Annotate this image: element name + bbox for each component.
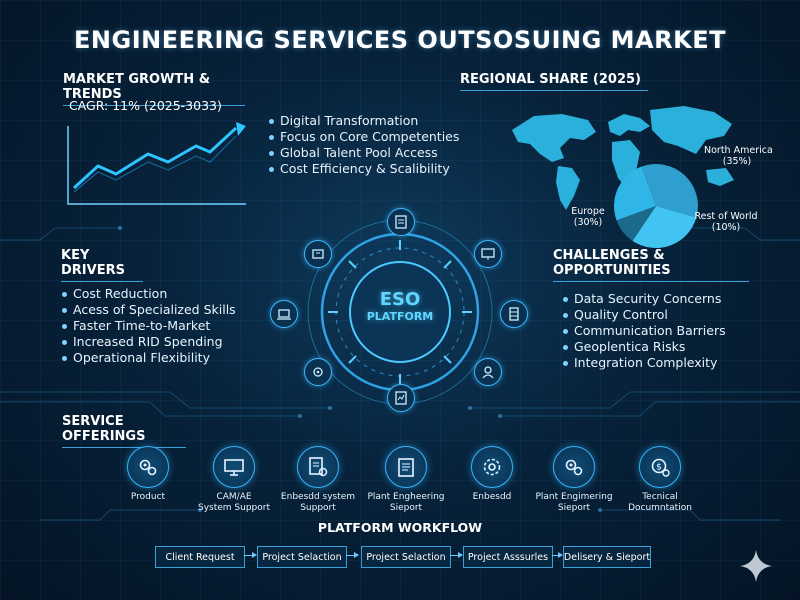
label-north-america: North America (35%) (704, 145, 773, 167)
pie-slice-rest-of-world (616, 206, 656, 241)
server-icon (500, 300, 528, 328)
list-item: Cost Efficiency & Scalibility (268, 161, 459, 177)
growth-heading: MARKET GROWTH & TRENDS (63, 72, 245, 106)
hardware-icon (304, 240, 332, 268)
regional-pie-chart (614, 164, 698, 248)
svg-text:$: $ (656, 463, 662, 473)
platform-label: ESO PLATFORM (366, 289, 434, 324)
page-title: ENGINEERING SERVICES OUTSOSUING MARKET (74, 26, 726, 54)
services-heading: SERVICE OFFERINGS (62, 414, 186, 448)
list-item: Focus on Core Competenties (268, 129, 459, 145)
drivers-list: Cost Reduction Acess of Specialized Skil… (61, 286, 236, 366)
list-item: Data Security Concerns (562, 291, 726, 307)
workflow-step[interactable]: Client Request (155, 546, 245, 568)
regional-heading: REGIONAL SHARE (2025) (460, 72, 648, 91)
challenges-heading: CHALLENGES & OPPORTUNITIES (553, 248, 749, 282)
clipboard-icon (385, 446, 427, 488)
list-item: Increased RID Spending (61, 334, 236, 350)
workflow-arrow (552, 552, 563, 558)
workflow-arrow (244, 552, 257, 558)
pie-slice-europe (632, 206, 697, 248)
workflow-step[interactable]: Project Selaction (361, 546, 451, 568)
report-icon (387, 384, 415, 412)
monitor-icon (474, 240, 502, 268)
challenges-list: Data Security Concerns Quality Control C… (562, 291, 726, 371)
document-icon (387, 208, 415, 236)
workflow-arrow (450, 552, 463, 558)
growth-list: Digital Transformation Focus on Core Com… (268, 113, 459, 177)
list-item: Operational Flexibility (61, 350, 236, 366)
service-item[interactable]: Product (100, 446, 196, 503)
workflow-heading: PLATFORM WORKFLOW (317, 520, 483, 535)
list-item: Digital Transformation (268, 113, 459, 129)
gears-icon (127, 446, 169, 488)
list-item: Geoplentica Risks (562, 339, 726, 355)
support-icon (474, 358, 502, 386)
workflow-arrow (346, 552, 359, 558)
sparkle-icon (740, 550, 772, 582)
list-item: Acess of Specialized Skills (61, 302, 236, 318)
label-europe: Europe (30%) (571, 206, 605, 228)
workflow-step[interactable]: Delisery & Sieport (563, 546, 651, 568)
list-item: Faster Time-to-Market (61, 318, 236, 334)
document-gear-icon (297, 446, 339, 488)
list-item: Quality Control (562, 307, 726, 323)
label-rest-of-world: Rest of World (10%) (694, 211, 758, 233)
gears-icon (553, 446, 595, 488)
drivers-heading: KEY DRIVERS (61, 248, 143, 282)
pie-slice-remaining (614, 166, 656, 221)
list-item: Integration Complexity (562, 355, 726, 371)
pie-slice-north-america (641, 164, 698, 218)
monitor-icon (213, 446, 255, 488)
list-item: Communication Barriers (562, 323, 726, 339)
laptop-icon (270, 300, 298, 328)
dollar-gear-icon: $ (639, 446, 681, 488)
service-label: Enbesdd (472, 492, 512, 502)
workflow-step[interactable]: Project Asssurles (463, 546, 553, 568)
growth-chart-icon (67, 122, 246, 205)
service-label: Product (130, 492, 166, 502)
workflow-step[interactable]: Project Selaction (257, 546, 347, 568)
tools-icon (304, 358, 332, 386)
gear-cycle-icon (471, 446, 513, 488)
list-item: Cost Reduction (61, 286, 236, 302)
service-item[interactable]: Enbesdd (444, 446, 540, 503)
cagr-text: CAGR: 11% (2025-3033) (69, 98, 222, 113)
list-item: Global Talent Pool Access (268, 145, 459, 161)
